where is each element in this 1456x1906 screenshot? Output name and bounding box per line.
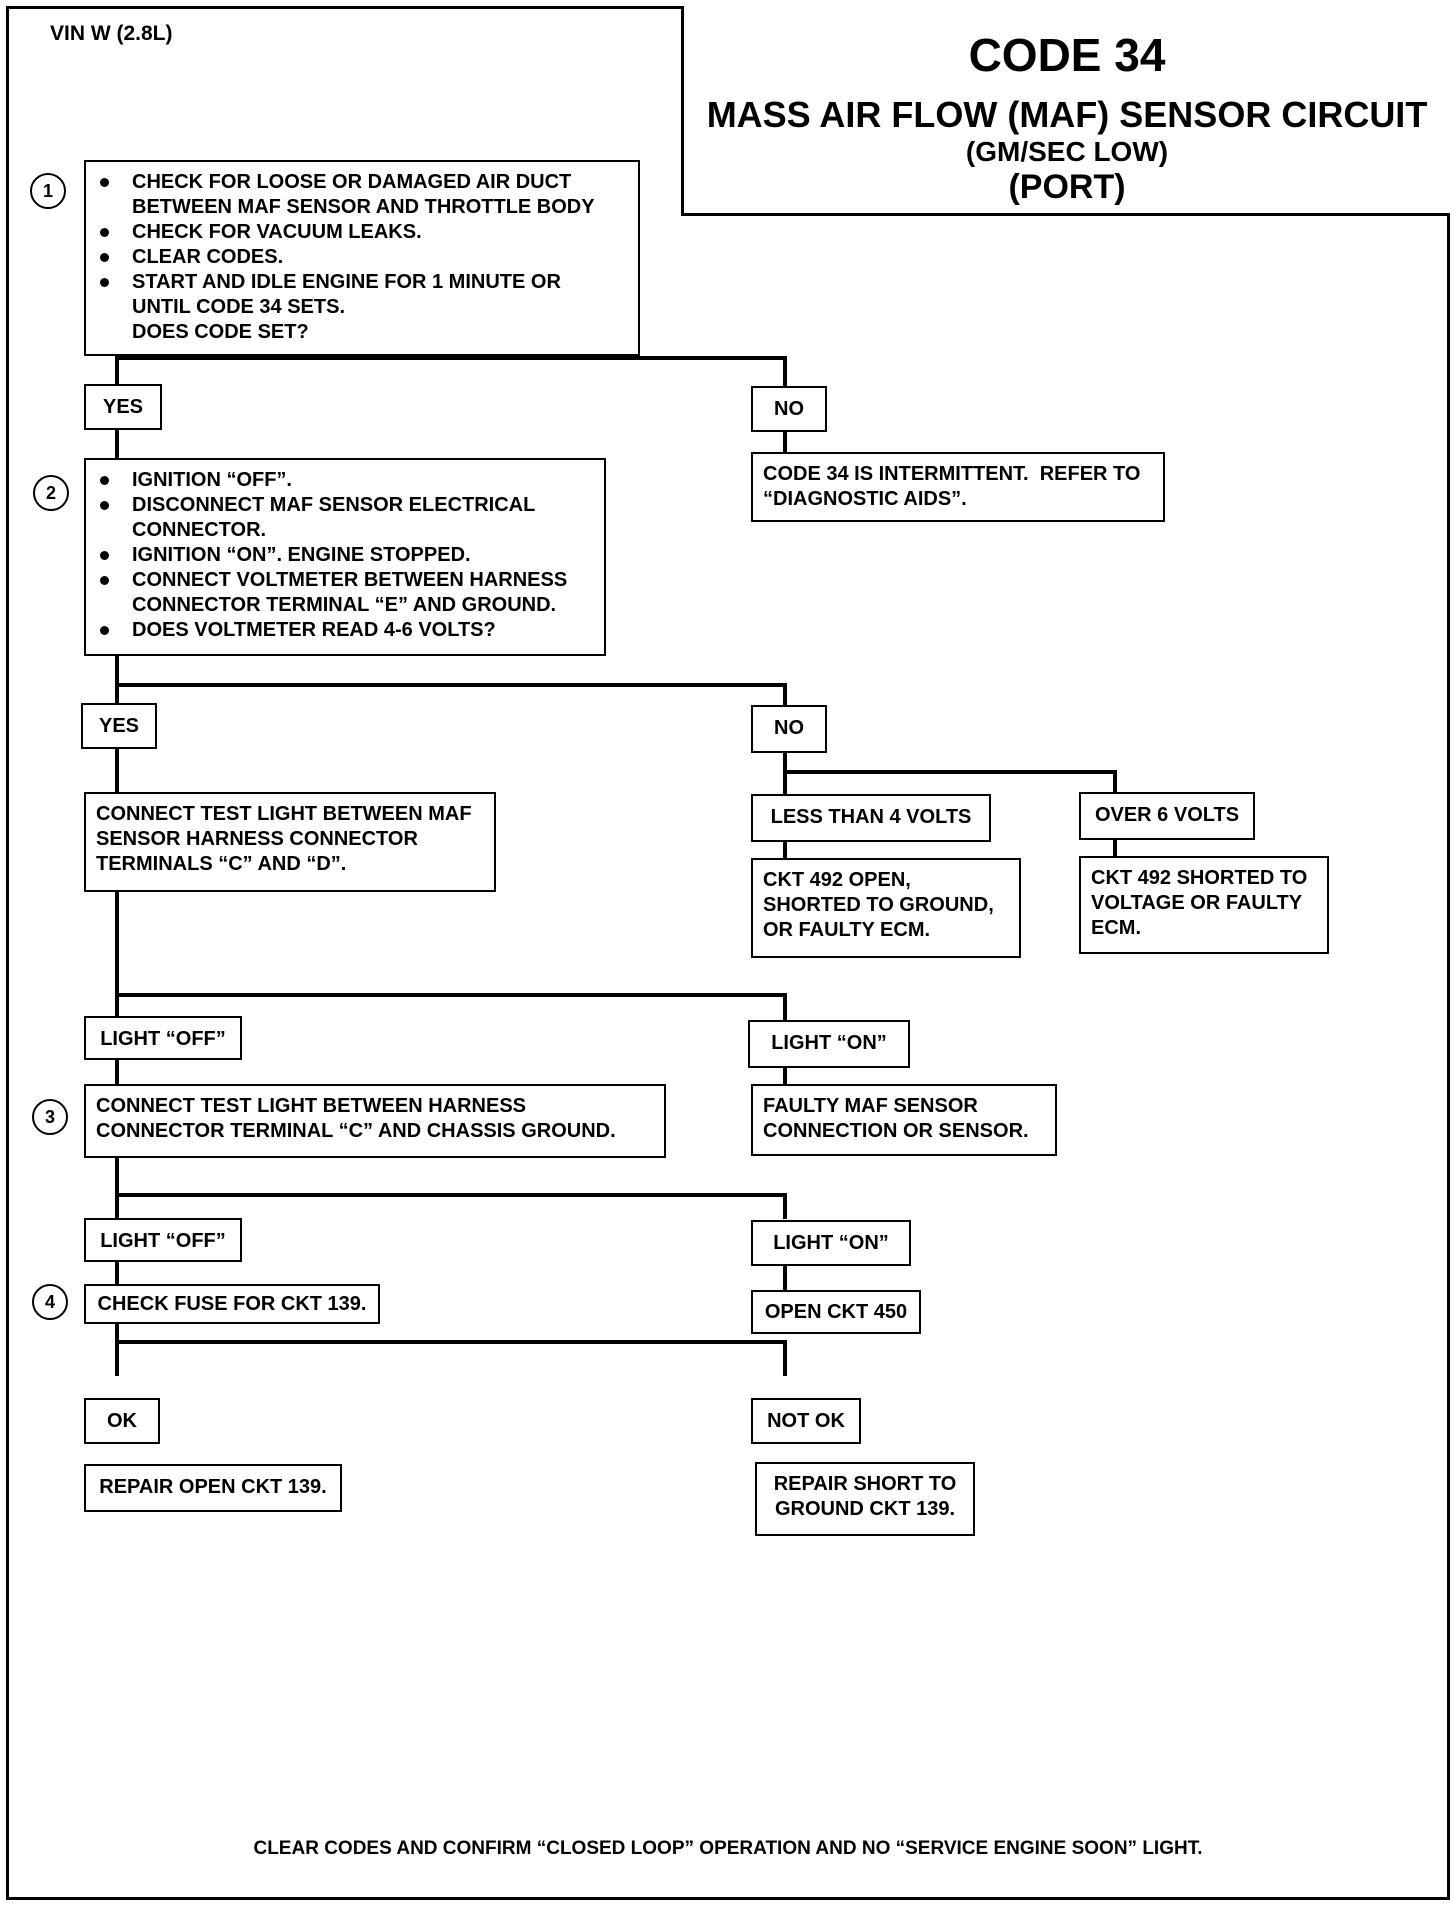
no-label-1: NO: [751, 386, 827, 432]
yes-label-1: YES: [84, 384, 162, 430]
connector-line: [115, 1340, 119, 1376]
subtitle-gmsec: (GM/SEC LOW): [965, 136, 1169, 167]
connector-line: [783, 770, 1117, 774]
light-off-label-2: LIGHT “OFF”: [84, 1218, 242, 1262]
connector-line: [115, 1320, 119, 1340]
yes-label-2: YES: [81, 703, 157, 749]
connector-line: [783, 1066, 787, 1086]
connector-line: [783, 356, 787, 386]
test-light-cd-box: CONNECT TEST LIGHT BETWEEN MAF SENSOR HA…: [84, 792, 496, 892]
open-ckt450-result: OPEN CKT 450: [751, 1290, 921, 1334]
step-2-list: IGNITION “OFF”. DISCONNECT MAF SENSOR EL…: [98, 468, 594, 643]
connector-line: [783, 840, 787, 860]
vin-label: VIN W (2.8L): [50, 22, 173, 45]
connector-line: [783, 993, 787, 1021]
step-1-list: CHECK FOR LOOSE OR DAMAGED AIR DUCT BETW…: [98, 170, 628, 345]
connector-line: [783, 683, 787, 705]
connector-line: [115, 1260, 119, 1286]
connector-line: [783, 1193, 787, 1219]
step-2-item: DOES VOLTMETER READ 4-6 VOLTS?: [98, 618, 594, 643]
step-2-item: IGNITION “ON”. ENGINE STOPPED.: [98, 543, 594, 568]
connector-line: [115, 890, 119, 1016]
code-title: CODE 34: [968, 29, 1166, 81]
repair-short-ckt139-result: REPAIR SHORT TO GROUND CKT 139.: [755, 1462, 975, 1536]
connector-line: [1113, 840, 1117, 858]
connector-line: [1113, 770, 1117, 794]
connector-line: [115, 428, 119, 460]
light-on-label-1: LIGHT “ON”: [748, 1020, 910, 1068]
step-4-box: CHECK FUSE FOR CKT 139.: [84, 1284, 380, 1324]
step-1-item: CLEAR CODES.: [98, 245, 628, 270]
connector-line: [115, 1058, 119, 1086]
step-1-item: CHECK FOR LOOSE OR DAMAGED AIR DUCT BETW…: [98, 170, 628, 220]
connector-line: [115, 683, 787, 687]
footer-note: CLEAR CODES AND CONFIRM “CLOSED LOOP” OP…: [253, 1838, 1203, 1859]
no-label-2: NO: [751, 705, 827, 753]
step-2-box: IGNITION “OFF”. DISCONNECT MAF SENSOR EL…: [84, 458, 606, 656]
intermittent-result: CODE 34 IS INTERMITTENT. REFER TO “DIAGN…: [751, 452, 1165, 522]
connector-line: [115, 354, 119, 386]
connector-line: [115, 746, 119, 794]
connector-line: [783, 1263, 787, 1290]
step-1-item: CHECK FOR VACUUM LEAKS.: [98, 220, 628, 245]
step-2-item: DISCONNECT MAF SENSOR ELECTRICAL CONNECT…: [98, 493, 594, 543]
repair-open-ckt139-result: REPAIR OPEN CKT 139.: [84, 1464, 342, 1512]
connector-line: [115, 654, 119, 704]
step-4-marker: 4: [32, 1284, 68, 1320]
step-1-marker: 1: [30, 173, 66, 209]
circuit-title: MASS AIR FLOW (MAF) SENSOR CIRCUIT: [706, 94, 1428, 135]
step-2-marker: 2: [33, 475, 69, 511]
step-3-box: CONNECT TEST LIGHT BETWEEN HARNESS CONNE…: [84, 1084, 666, 1158]
connector-line: [783, 1340, 787, 1376]
not-ok-label: NOT OK: [751, 1398, 861, 1444]
connector-line: [115, 356, 787, 360]
faulty-maf-result: FAULTY MAF SENSOR CONNECTION OR SENSOR.: [751, 1084, 1057, 1156]
step-1-box: CHECK FOR LOOSE OR DAMAGED AIR DUCT BETW…: [84, 160, 640, 356]
step-2-item: CONNECT VOLTMETER BETWEEN HARNESS CONNEC…: [98, 568, 594, 618]
step-2-item: IGNITION “OFF”.: [98, 468, 594, 493]
step-1-item: START AND IDLE ENGINE FOR 1 MINUTE OR UN…: [98, 270, 628, 345]
less-than-4-volts-label: LESS THAN 4 VOLTS: [751, 794, 991, 842]
connector-line: [115, 1340, 787, 1344]
ckt492-open-result: CKT 492 OPEN, SHORTED TO GROUND, OR FAUL…: [751, 858, 1021, 958]
connector-line: [115, 1156, 119, 1220]
ckt492-short-result: CKT 492 SHORTED TO VOLTAGE OR FAULTY ECM…: [1079, 856, 1329, 954]
subtitle-port: (PORT): [1008, 168, 1126, 206]
light-off-label-1: LIGHT “OFF”: [84, 1016, 242, 1060]
step-3-marker: 3: [32, 1099, 68, 1135]
over-6-volts-label: OVER 6 VOLTS: [1079, 792, 1255, 840]
connector-line: [115, 993, 787, 997]
connector-line: [783, 752, 787, 796]
light-on-label-2: LIGHT “ON”: [751, 1220, 911, 1266]
connector-line: [115, 1193, 787, 1197]
title-box: CODE 34 MASS AIR FLOW (MAF) SENSOR CIRCU…: [681, 6, 1450, 216]
ok-label: OK: [84, 1398, 160, 1444]
connector-line: [783, 432, 787, 454]
